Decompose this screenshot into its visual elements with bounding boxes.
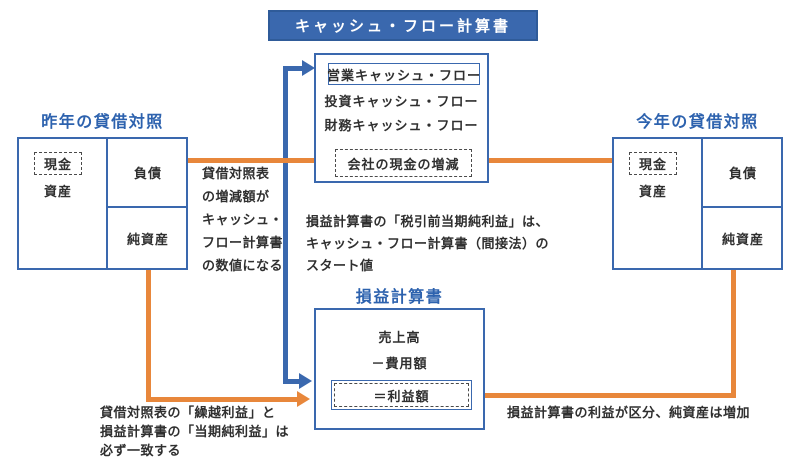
this-year-bs-title: 今年の貸借対照 [636, 114, 759, 131]
this-year-net-assets-label: 純資産 [721, 231, 764, 247]
financing-cashflow-label: 財務キャッシュ・フロー [324, 117, 479, 133]
net-cash-change-label: 会社の現金の増減 [347, 156, 460, 172]
profit-label: ＝利益額 [373, 388, 430, 404]
last-year-assets-label: 資産 [43, 183, 72, 199]
this-year-cash-box: 現金 [629, 152, 677, 175]
profit-box: ＝利益額 [331, 380, 472, 410]
bs-vertical-divider [106, 139, 108, 268]
arrow-line [146, 397, 300, 402]
income-statement-box: 売上高 －費用額 ＝利益額 [314, 308, 485, 430]
expenses-label: －費用額 [371, 355, 428, 371]
last-year-bs-title: 昨年の貸借対照 [41, 114, 164, 131]
arrow-right-icon [299, 373, 312, 389]
investing-cashflow-label: 投資キャッシュ・フロー [324, 93, 479, 109]
investing-cashflow-item: 投資キャッシュ・フロー [316, 89, 487, 111]
connector-top-segment [283, 66, 304, 71]
last-year-cash-box: 現金 [34, 152, 82, 175]
bs-horizontal-divider [701, 206, 781, 208]
sales-label: 売上高 [378, 329, 421, 345]
this-year-liabilities-label: 負債 [728, 166, 757, 181]
last-year-bs-box: 現金 資産 負債 純資産 [17, 137, 188, 270]
note-profit-increases-net-assets: 損益計算書の利益が区分、純資産は増加 [507, 405, 751, 420]
cashflow-statement-box: 営業キャッシュ・フロー 投資キャッシュ・フロー 財務キャッシュ・フロー 会社の現… [314, 53, 489, 183]
last-year-net-assets-label: 純資産 [126, 231, 169, 247]
arrow-line [80, 158, 320, 163]
bs-horizontal-divider [106, 206, 186, 208]
note-pretax-profit-start: 損益計算書の「税引前当期純利益」は、 キャッシュ・フロー計算書（間接法）の スタ… [306, 214, 550, 273]
diagram-title-text: キャッシュ・フロー計算書 [294, 18, 511, 35]
arrow-line [146, 250, 151, 402]
last-year-cash-label: 現金 [43, 157, 72, 172]
this-year-bs-box: 現金 資産 負債 純資産 [612, 137, 783, 270]
this-year-assets-label: 資産 [638, 183, 667, 199]
arrow-line [470, 393, 736, 398]
net-cash-change-box: 会社の現金の増減 [335, 149, 472, 177]
connector-vertical-line [283, 66, 288, 384]
operating-cashflow-item: 営業キャッシュ・フロー [327, 63, 482, 85]
operating-cashflow-label: 営業キャッシュ・フロー [327, 67, 482, 83]
note-retained-profit-match: 貸借対照表の「繰越利益」と 損益計算書の「当期純利益」は 必ず一致する [100, 405, 290, 458]
this-year-cash-label: 現金 [638, 157, 667, 172]
connector-bottom-segment [283, 379, 301, 384]
financing-cashflow-item: 財務キャッシュ・フロー [316, 113, 487, 135]
bs-vertical-divider [701, 139, 703, 268]
arrow-right-icon [302, 60, 315, 76]
last-year-liabilities-label: 負債 [133, 166, 162, 181]
note-bs-change-to-cf: 貸借対照表 の増減額が キャッシュ・ フロー計算書 の数値になる [202, 166, 284, 273]
arrow-line [470, 158, 616, 163]
income-statement-title: 損益計算書 [355, 289, 444, 306]
arrow-right-icon [297, 391, 310, 407]
arrow-line [731, 260, 736, 398]
diagram-title-banner: キャッシュ・フロー計算書 [268, 10, 538, 41]
profit-box-dashed-border [334, 383, 469, 407]
